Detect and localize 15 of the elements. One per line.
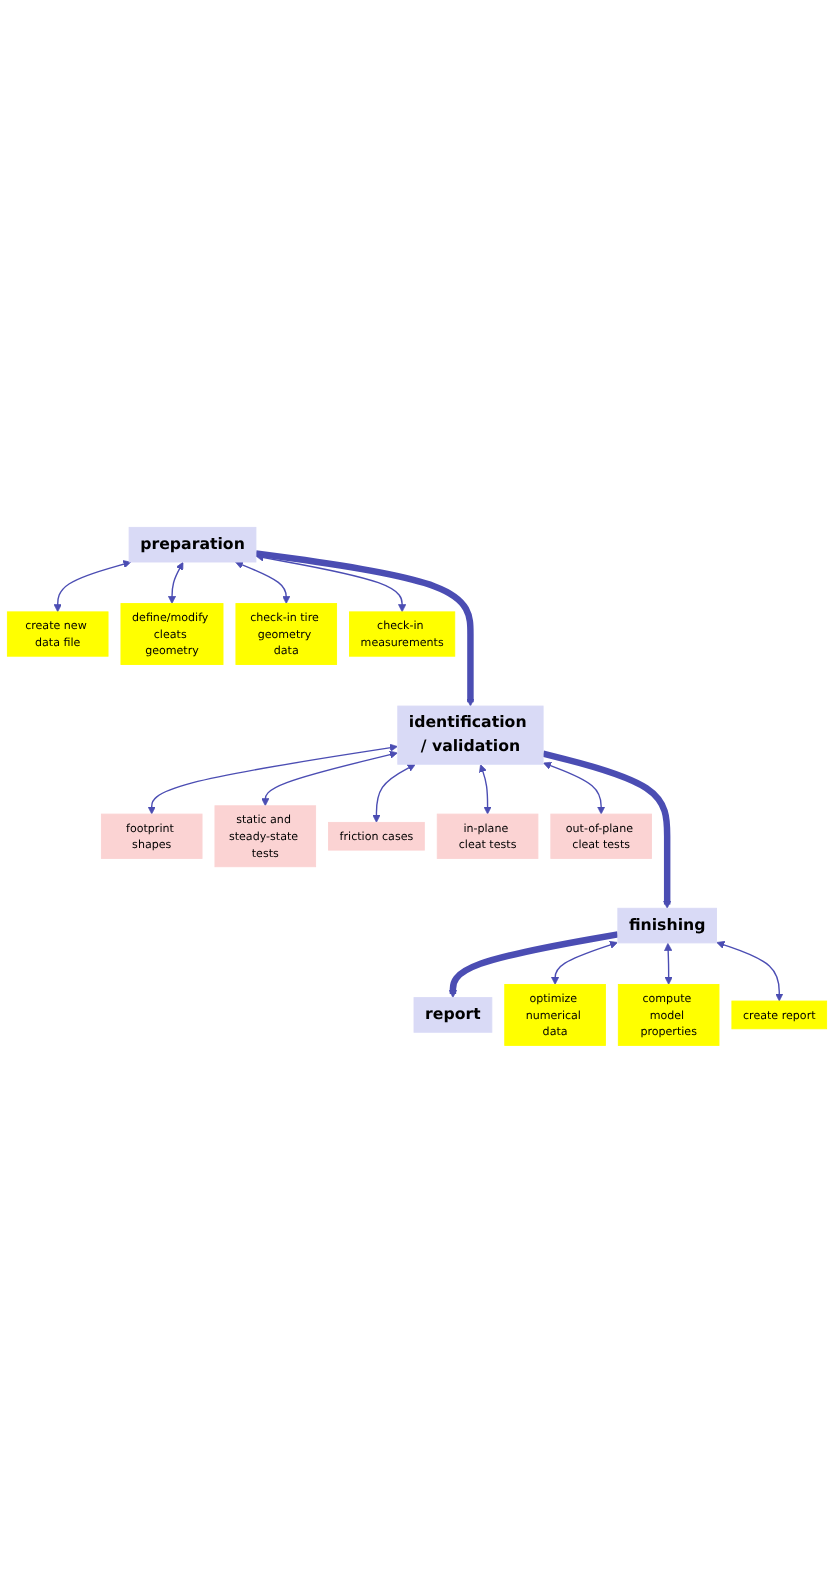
- arrow: [147, 743, 398, 815]
- arrow: [167, 561, 184, 604]
- arrow: [543, 761, 606, 815]
- arrow: [53, 559, 132, 612]
- arrow: [664, 942, 673, 985]
- arrow: [255, 553, 407, 612]
- arrow: [479, 763, 492, 815]
- arrow: [448, 930, 619, 998]
- arrow: [372, 763, 416, 823]
- arrow: [255, 549, 475, 706]
- arrow: [551, 940, 618, 985]
- arrow: [261, 750, 398, 806]
- arrow: [542, 750, 672, 909]
- arrow: [235, 560, 291, 604]
- arrow: [716, 940, 784, 1002]
